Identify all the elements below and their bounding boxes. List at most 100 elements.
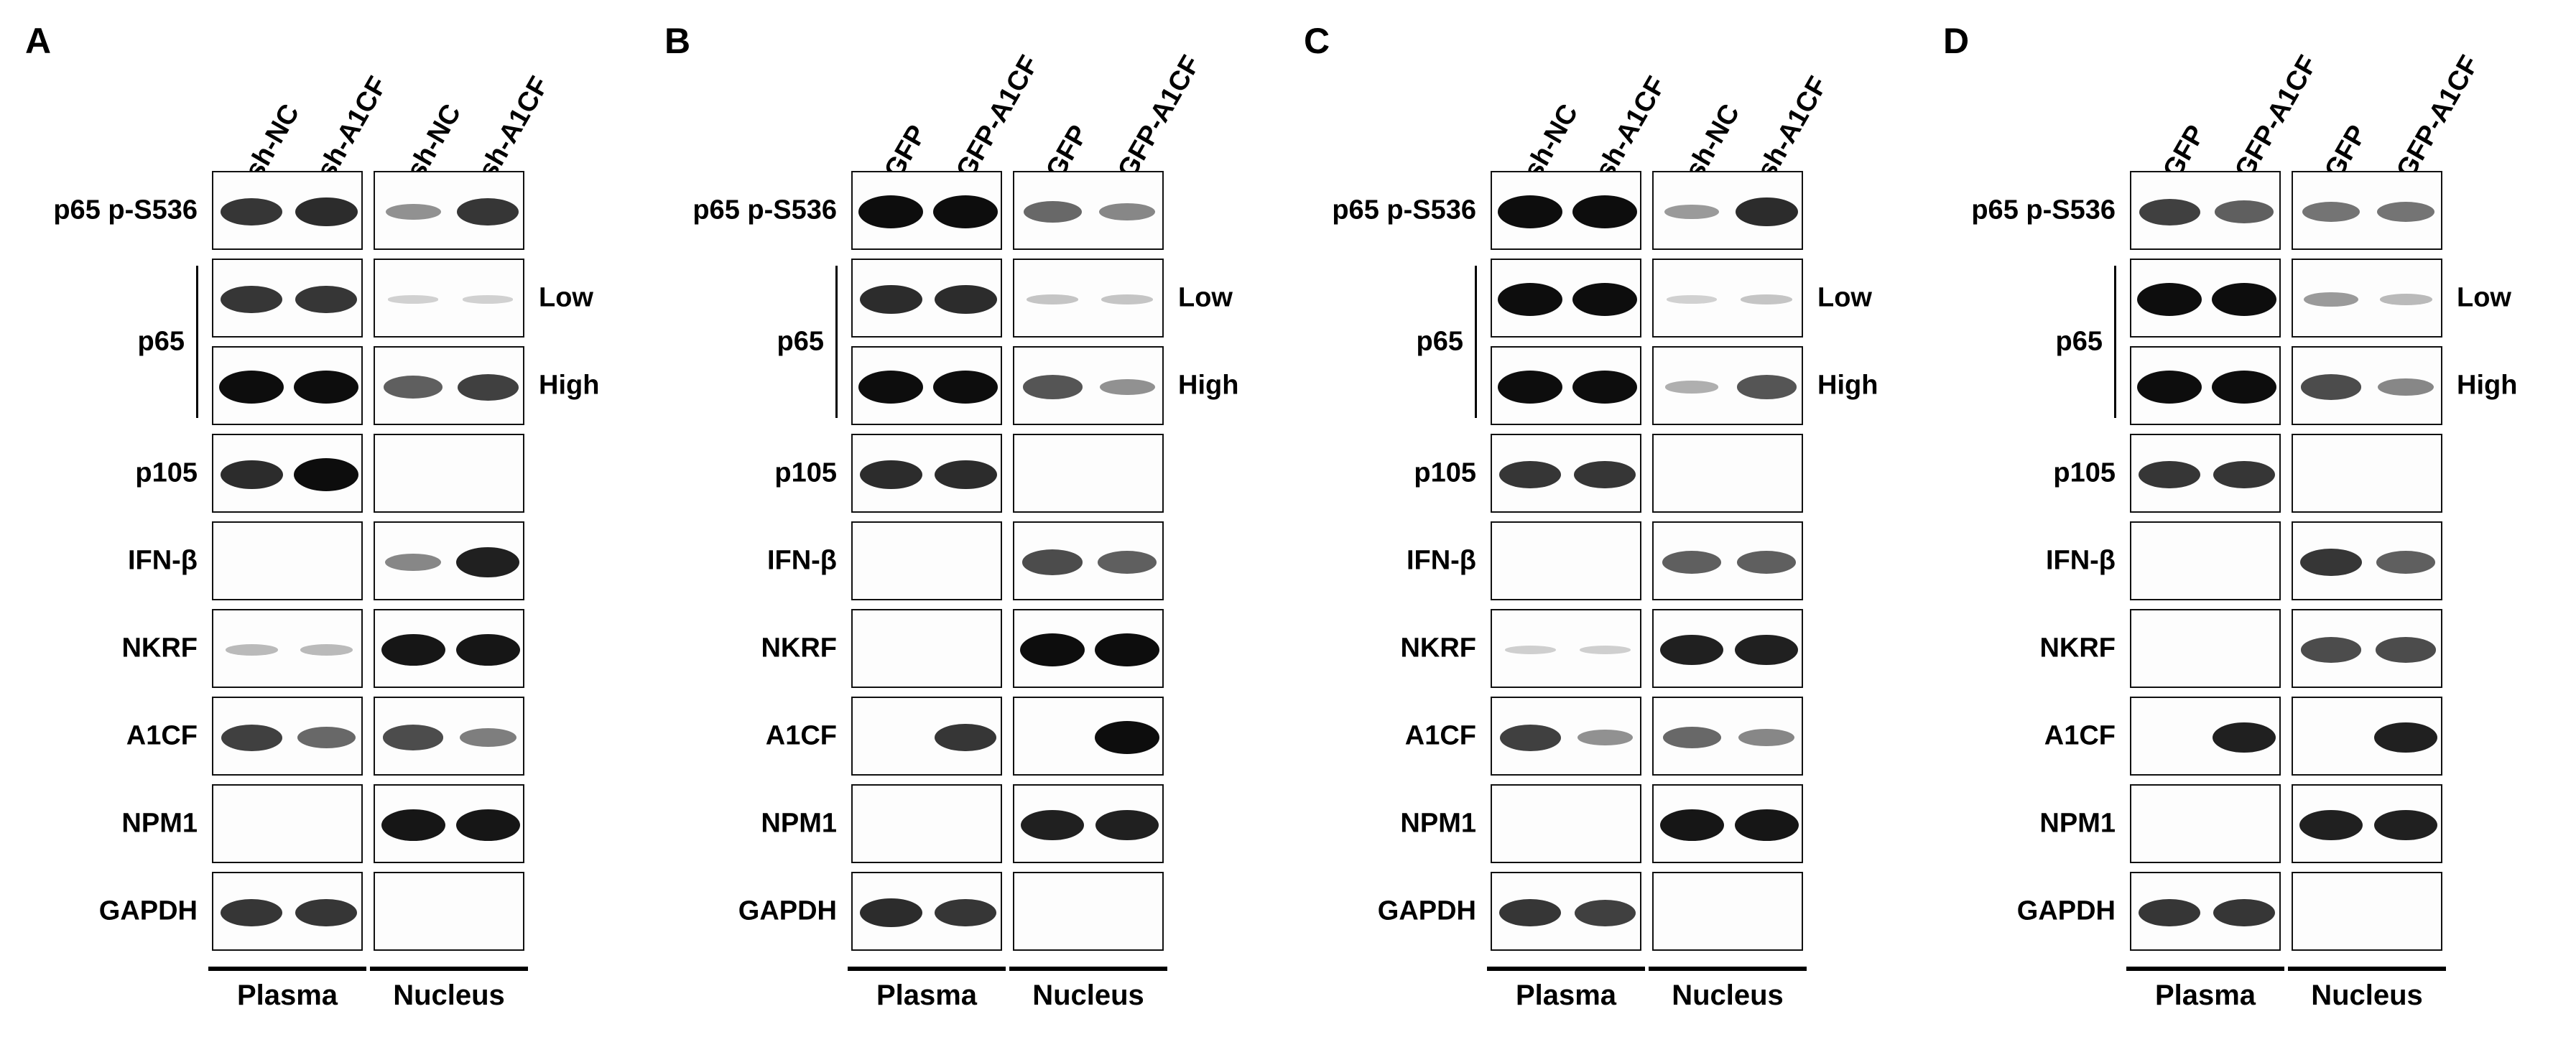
- panel-letter: C: [1304, 21, 1330, 61]
- band-lane-1: [2137, 371, 2202, 404]
- band-lane-3: [383, 725, 443, 750]
- row-label-ifn-beta: IFN-β: [1406, 545, 1476, 576]
- side-label-low: Low: [539, 282, 593, 313]
- row-label-npm1: NPM1: [1400, 808, 1476, 839]
- blot-p105-nucleus: [2292, 434, 2442, 513]
- band-lane-1: [221, 724, 282, 751]
- lane-label-4: GFP-A1CF: [2391, 50, 2485, 184]
- band-lane-1: [221, 898, 282, 927]
- row-label-p105: p105: [774, 457, 837, 488]
- band-lane-4: [2376, 637, 2436, 663]
- band-lane-2: [935, 898, 996, 927]
- band-lane-2: [1579, 646, 1631, 654]
- blot-gapdh-nucleus: [2292, 872, 2442, 951]
- row-label-p105: p105: [2053, 457, 2116, 488]
- side-label-high: High: [539, 370, 600, 401]
- group-label-plasma: Plasma: [876, 980, 978, 1011]
- band-lane-3: [381, 809, 445, 842]
- group-label-plasma: Plasma: [236, 980, 338, 1011]
- blot-ifnb-nucleus: [374, 521, 524, 600]
- row-label-nkrf: NKRF: [2039, 633, 2116, 664]
- row-label-p65-ps536: p65 p-S536: [1971, 195, 2116, 225]
- band-lane-1: [1498, 195, 1562, 228]
- blot-p65-low-nucleus: [2292, 259, 2442, 338]
- band-lane-1: [1498, 371, 1562, 404]
- band-lane-1: [1499, 724, 1561, 751]
- band-lane-4: [455, 809, 520, 842]
- lane-label-4: sh-A1CF: [1751, 71, 1834, 185]
- band-lane-1: [221, 285, 282, 314]
- blot-p65-pS536-nucleus: [1013, 171, 1164, 250]
- panel-b: B GFP GFP-A1CF GFP GFP-A1CF p65 p-S536 p…: [664, 0, 1311, 1042]
- band-lane-1: [2137, 283, 2202, 316]
- row-label-gapdh: GAPDH: [738, 896, 837, 926]
- blot-nkrf-plasma: [212, 609, 363, 688]
- band-lane-1: [858, 371, 923, 404]
- blot-p65-high-nucleus: [2292, 346, 2442, 425]
- band-lane-4: [1737, 551, 1796, 574]
- band-lane-2: [1574, 899, 1636, 926]
- blot-p65-high-nucleus: [1013, 346, 1164, 425]
- band-lane-2: [295, 898, 357, 927]
- blot-p65-high-plasma: [212, 346, 363, 425]
- band-lane-2: [295, 285, 357, 314]
- blot-a1cf-plasma: [2130, 697, 2281, 776]
- band-lane-2: [1574, 460, 1636, 489]
- blot-a1cf-nucleus: [1013, 697, 1164, 776]
- band-lane-1: [1498, 283, 1562, 316]
- band-lane-3: [387, 295, 439, 304]
- group-label-nucleus: Nucleus: [1032, 980, 1144, 1011]
- blot-p105-nucleus: [1652, 434, 1803, 513]
- band-lane-1: [221, 197, 282, 226]
- blot-a1cf-nucleus: [2292, 697, 2442, 776]
- band-lane-3: [381, 633, 445, 666]
- band-lane-1: [225, 644, 278, 656]
- band-lane-3: [1022, 375, 1083, 399]
- blot-ifnb-plasma: [212, 521, 363, 600]
- panel-d: D GFP GFP-A1CF GFP GFP-A1CF p65 p-S536 p…: [1943, 0, 2576, 1042]
- band-lane-2: [1572, 283, 1637, 316]
- nucleus-underline: [370, 967, 528, 971]
- lane-label-2: sh-A1CF: [311, 71, 394, 185]
- band-lane-1: [1504, 646, 1556, 654]
- band-lane-3: [2300, 548, 2362, 577]
- row-label-a1cf: A1CF: [765, 720, 837, 751]
- lane-label-4: GFP-A1CF: [1112, 50, 1207, 184]
- side-label-high: High: [1817, 370, 1878, 401]
- blot-p65-low-plasma: [212, 259, 363, 338]
- blot-p65-high-nucleus: [374, 346, 524, 425]
- band-lane-4: [2378, 378, 2434, 396]
- band-lane-4: [1095, 809, 1159, 841]
- row-label-p65: p65: [137, 326, 185, 357]
- blot-p65-low-plasma: [2130, 259, 2281, 338]
- blot-a1cf-nucleus: [374, 697, 524, 776]
- blot-p105-nucleus: [1013, 434, 1164, 513]
- band-lane-3: [2299, 809, 2363, 841]
- band-lane-3: [2301, 374, 2361, 400]
- blot-p65-low-plasma: [1491, 259, 1641, 338]
- band-lane-3: [1662, 727, 1721, 748]
- row-label-p65: p65: [777, 326, 824, 357]
- lane-label-4: sh-A1CF: [473, 71, 555, 185]
- band-lane-1: [858, 195, 923, 228]
- blot-npm1-nucleus: [1013, 784, 1164, 863]
- nucleus-underline: [1649, 967, 1807, 971]
- band-lane-1: [2139, 898, 2200, 927]
- row-label-ifn-beta: IFN-β: [766, 545, 837, 576]
- band-lane-3: [1027, 294, 1078, 304]
- row-label-p105: p105: [1414, 457, 1476, 488]
- row-label-a1cf: A1CF: [2044, 720, 2116, 751]
- band-lane-3: [1023, 201, 1082, 223]
- blot-nkrf-nucleus: [1013, 609, 1164, 688]
- blot-npm1-plasma: [2130, 784, 2281, 863]
- band-lane-1: [2139, 460, 2200, 489]
- row-label-p65-ps536: p65 p-S536: [1332, 195, 1476, 225]
- blot-p65-low-nucleus: [1013, 259, 1164, 338]
- nucleus-underline: [1009, 967, 1167, 971]
- blot-ifnb-nucleus: [1013, 521, 1164, 600]
- p65-bracket: [196, 266, 198, 418]
- band-lane-4: [1098, 551, 1157, 574]
- blot-p65-pS536-nucleus: [1652, 171, 1803, 250]
- band-lane-3: [385, 553, 441, 572]
- blot-npm1-plasma: [1491, 784, 1641, 863]
